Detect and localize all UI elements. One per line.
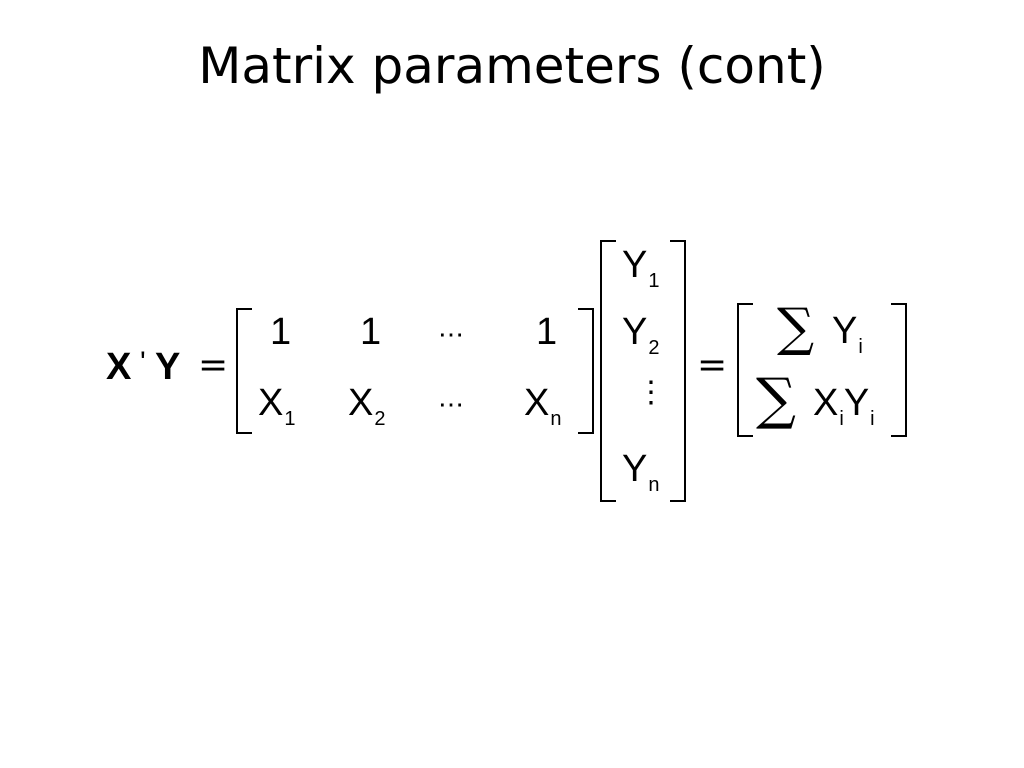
- lhs-prime: ': [140, 346, 146, 379]
- column-vector-cell: Y1: [622, 244, 660, 292]
- column-vector-cell: Y2: [622, 311, 660, 359]
- slide-title: Matrix parameters (cont): [198, 37, 826, 95]
- row-matrix-cell: X2: [348, 382, 386, 430]
- lhs-x: X: [106, 346, 132, 388]
- column-vector-cell: Yn: [622, 448, 660, 496]
- row-matrix-dots: ⋯: [438, 320, 464, 350]
- row-matrix-cell: 1: [536, 311, 558, 353]
- sum-symbol: ∑: [777, 298, 815, 358]
- lhs-y: Y: [155, 346, 181, 388]
- result-cell: XiYi: [813, 382, 875, 430]
- row-matrix-cell: 1: [360, 311, 382, 353]
- row-matrix-left-bracket: [236, 308, 252, 434]
- column-vector-right-bracket: [670, 240, 686, 502]
- sum-symbol: ∑: [756, 367, 796, 432]
- row-matrix-cell: Xn: [524, 382, 562, 430]
- row-matrix-cell: X1: [258, 382, 296, 430]
- equals-sign-2: =: [697, 345, 728, 386]
- result-cell: Yi: [832, 310, 863, 358]
- equals-sign-1: =: [198, 345, 229, 386]
- row-matrix-cell: 1: [270, 311, 292, 353]
- row-matrix-right-bracket: [578, 308, 594, 434]
- column-vector-dots: ⋮: [636, 375, 666, 410]
- result-right-bracket: [891, 303, 907, 437]
- result-left-bracket: [737, 303, 753, 437]
- row-matrix-dots: ⋯: [438, 390, 464, 420]
- column-vector-left-bracket: [600, 240, 616, 502]
